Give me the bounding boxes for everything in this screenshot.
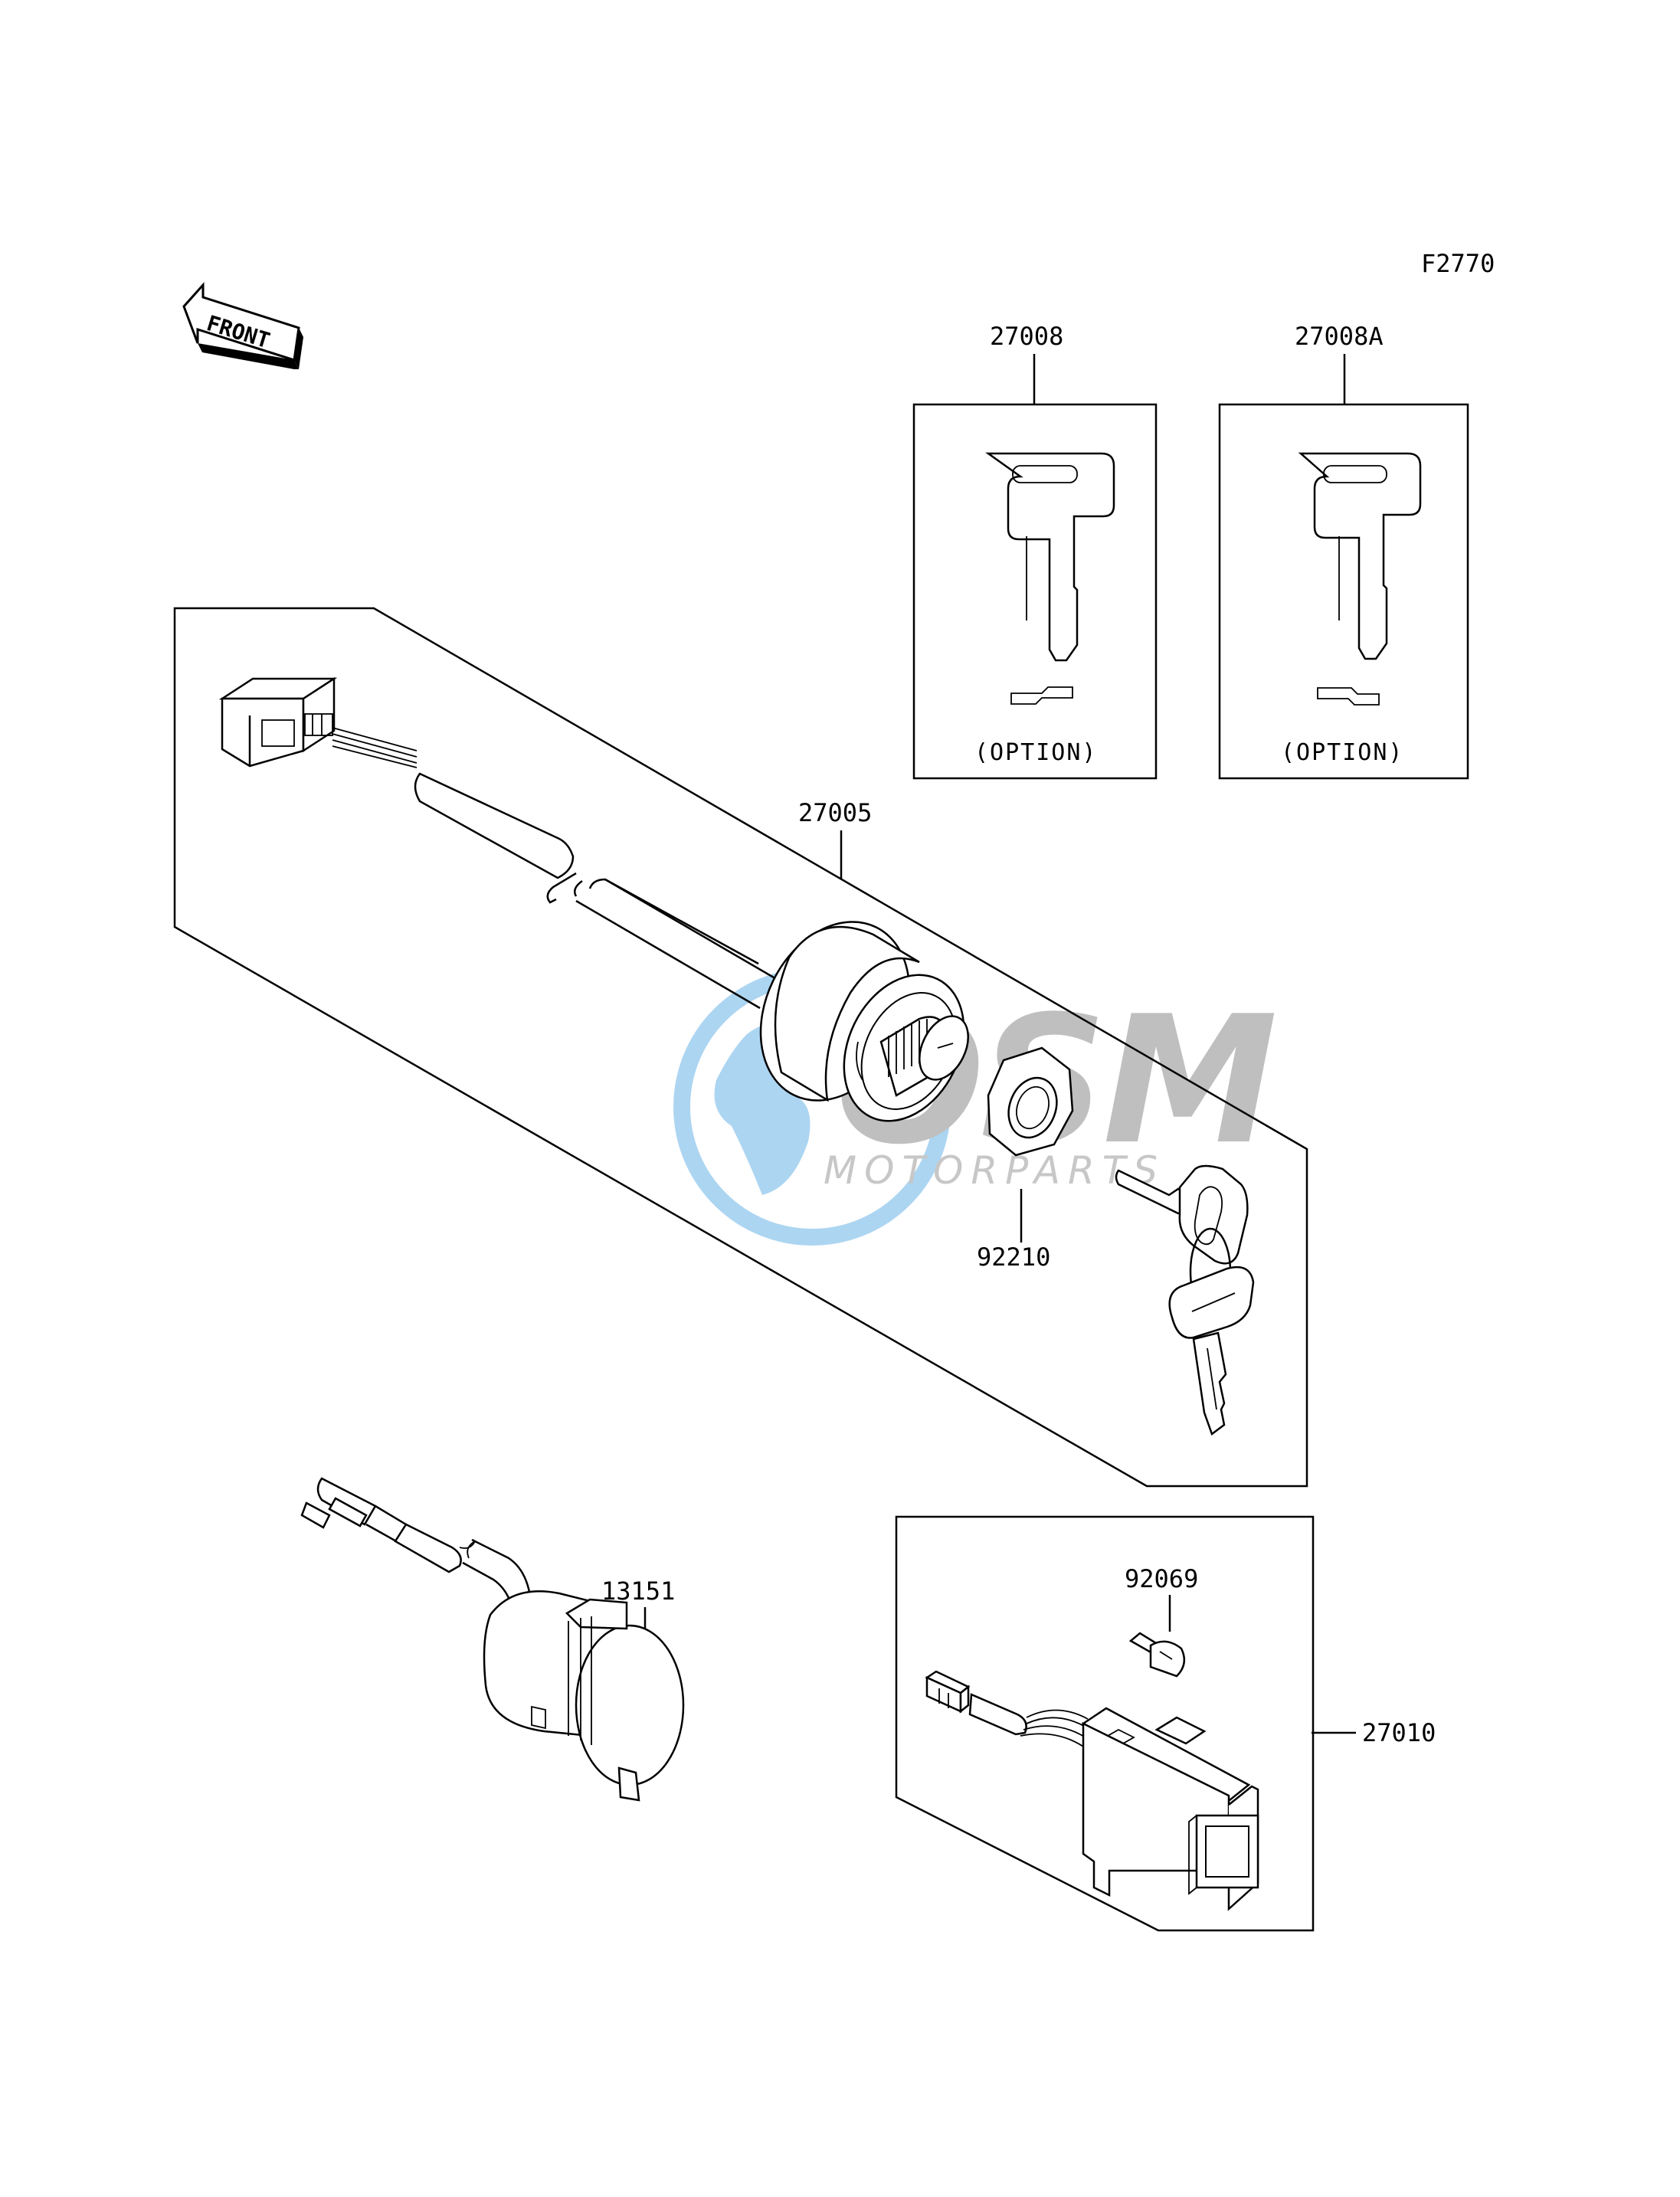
key-blank-box (912, 403, 1158, 780)
switch-button (1195, 1814, 1259, 1889)
front-arrow-icon: FRONT (182, 282, 303, 369)
watermark-subtitle: MOTORPARTS (824, 1148, 1165, 1193)
keys-icon (1115, 1164, 1255, 1436)
option-note-27008A: (OPTION) (1281, 739, 1404, 766)
connector-icon (218, 676, 418, 768)
socket-icon (300, 1477, 685, 1802)
part-number-27010: 27010 (1362, 1718, 1436, 1747)
part-number-92210: 92210 (977, 1243, 1050, 1272)
key-profile-icon (1010, 686, 1073, 705)
key-blank-box (1218, 403, 1469, 780)
ignition-switch-assembly: 27005 (173, 607, 1308, 1488)
ignition-switch-body-icon (759, 921, 969, 1122)
switch-assembly-frame (895, 1515, 1315, 1932)
part-number-92069: 92069 (1125, 1564, 1198, 1593)
key-icon (985, 452, 1115, 662)
socket-assembly: 13151 (300, 1477, 685, 1802)
assembly-frame (173, 607, 1308, 1488)
watermark-continents-icon (714, 1011, 873, 1195)
part-number-27005: 27005 (798, 798, 872, 827)
nut-icon (987, 1046, 1074, 1157)
key-profile-icon (1317, 687, 1380, 706)
switch-icon (925, 1670, 1259, 1911)
part-number-27008A: 27008A (1295, 322, 1384, 351)
key-blank-27008A: 27008A (OPTION) (1218, 322, 1469, 780)
option-note-27008: (OPTION) (974, 739, 1098, 766)
part-number-27008: 27008 (990, 322, 1063, 351)
bulb-icon (1128, 1632, 1186, 1678)
key-blank-27008: 27008 (OPTION) (912, 322, 1158, 780)
key-icon (1298, 452, 1422, 660)
switch-assembly: 92069 27010 (895, 1515, 1436, 1932)
figure-code: F2770 (1421, 249, 1495, 278)
